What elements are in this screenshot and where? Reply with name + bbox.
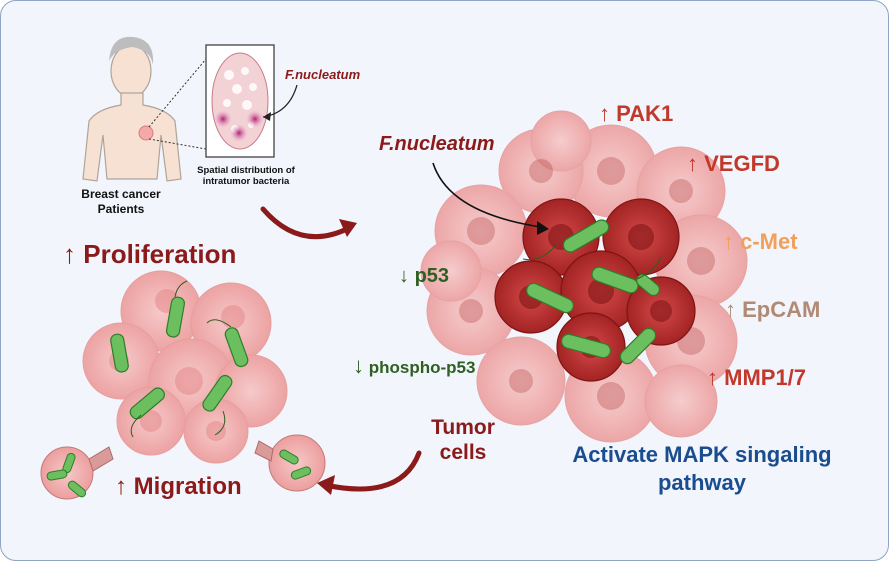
flow-arrow-top-icon <box>260 206 354 240</box>
pathway-line2: pathway <box>657 470 747 495</box>
migrating-cell-left-icon <box>40 446 114 500</box>
spatial-distribution-caption: Spatial distribution of intratumor bacte… <box>181 165 311 187</box>
marker-pak1-label: PAK1 <box>616 101 674 126</box>
marker-vegfd-label: VEGFD <box>704 151 780 176</box>
up-arrow-icon: ↑ <box>599 101 610 126</box>
marker-p53-label: p53 <box>414 265 450 287</box>
tumor-cells-label: Tumor cells <box>421 415 505 465</box>
tissue-zoom-box <box>205 44 275 158</box>
down-arrow-icon: ↓ <box>353 353 364 378</box>
marker-pak1: ↑ PAK1 <box>599 101 673 127</box>
up-arrow-icon: ↑ <box>707 365 718 390</box>
marker-epcam-label: EpCAM <box>742 297 821 322</box>
patient-figure-icon <box>82 36 182 182</box>
zoom-bacteria-label: F.nucleatum <box>285 67 361 82</box>
proliferation-text: Proliferation <box>83 239 237 269</box>
bacteria-pointer-arrow-large <box>432 162 542 228</box>
tumor-bacteria-label: F.nucleatum <box>379 133 495 155</box>
proliferating-cell-cluster-icon <box>82 270 288 464</box>
tumor-cluster-icon <box>420 110 748 443</box>
pathway-label: Activate MAPK singaling pathway <box>537 441 867 497</box>
up-arrow-icon: ↑ <box>723 229 734 254</box>
patient-caption-line1: Breast cancer <box>81 187 161 201</box>
marker-mmp-label: MMP1/7 <box>724 365 807 390</box>
marker-vegfd: ↑ VEGFD <box>687 151 780 177</box>
marker-epcam: ↑ EpCAM <box>725 297 820 323</box>
tumor-cells-line1: Tumor <box>431 416 495 439</box>
pathway-line1: Activate MAPK singaling <box>572 442 832 467</box>
marker-phospho-p53: ↓ phospho-p53 <box>353 353 475 379</box>
up-arrow-icon: ↑ <box>725 297 736 322</box>
marker-p53: ↓ p53 <box>399 265 449 288</box>
up-arrow-icon: ↑ <box>63 239 76 269</box>
migration-label: ↑ Migration <box>115 473 242 501</box>
up-arrow-icon: ↑ <box>687 151 698 176</box>
migration-text: Migration <box>133 473 242 500</box>
up-arrow-icon: ↑ <box>115 473 127 500</box>
migrating-cell-right-icon <box>254 434 326 492</box>
tumor-cells-line2: cells <box>439 441 487 464</box>
zoom-connector-top <box>148 58 207 128</box>
marker-cmet: ↑ c-Met <box>723 229 798 255</box>
proliferation-label: ↑ Proliferation <box>63 239 236 270</box>
patient-caption-line2: Patients <box>97 202 145 216</box>
zoom-connector-bottom <box>148 138 207 150</box>
down-arrow-icon: ↓ <box>399 265 409 287</box>
flow-arrow-bottom-icon <box>322 450 422 492</box>
marker-mmp: ↑ MMP1/7 <box>707 365 806 391</box>
spatial-caption-line1: Spatial distribution of <box>197 165 295 176</box>
marker-phospho-p53-label: phospho-p53 <box>368 358 476 377</box>
patient-caption: Breast cancer Patients <box>65 187 177 217</box>
marker-cmet-label: c-Met <box>740 229 798 254</box>
spatial-caption-line2: intratumor bacteria <box>202 176 290 187</box>
